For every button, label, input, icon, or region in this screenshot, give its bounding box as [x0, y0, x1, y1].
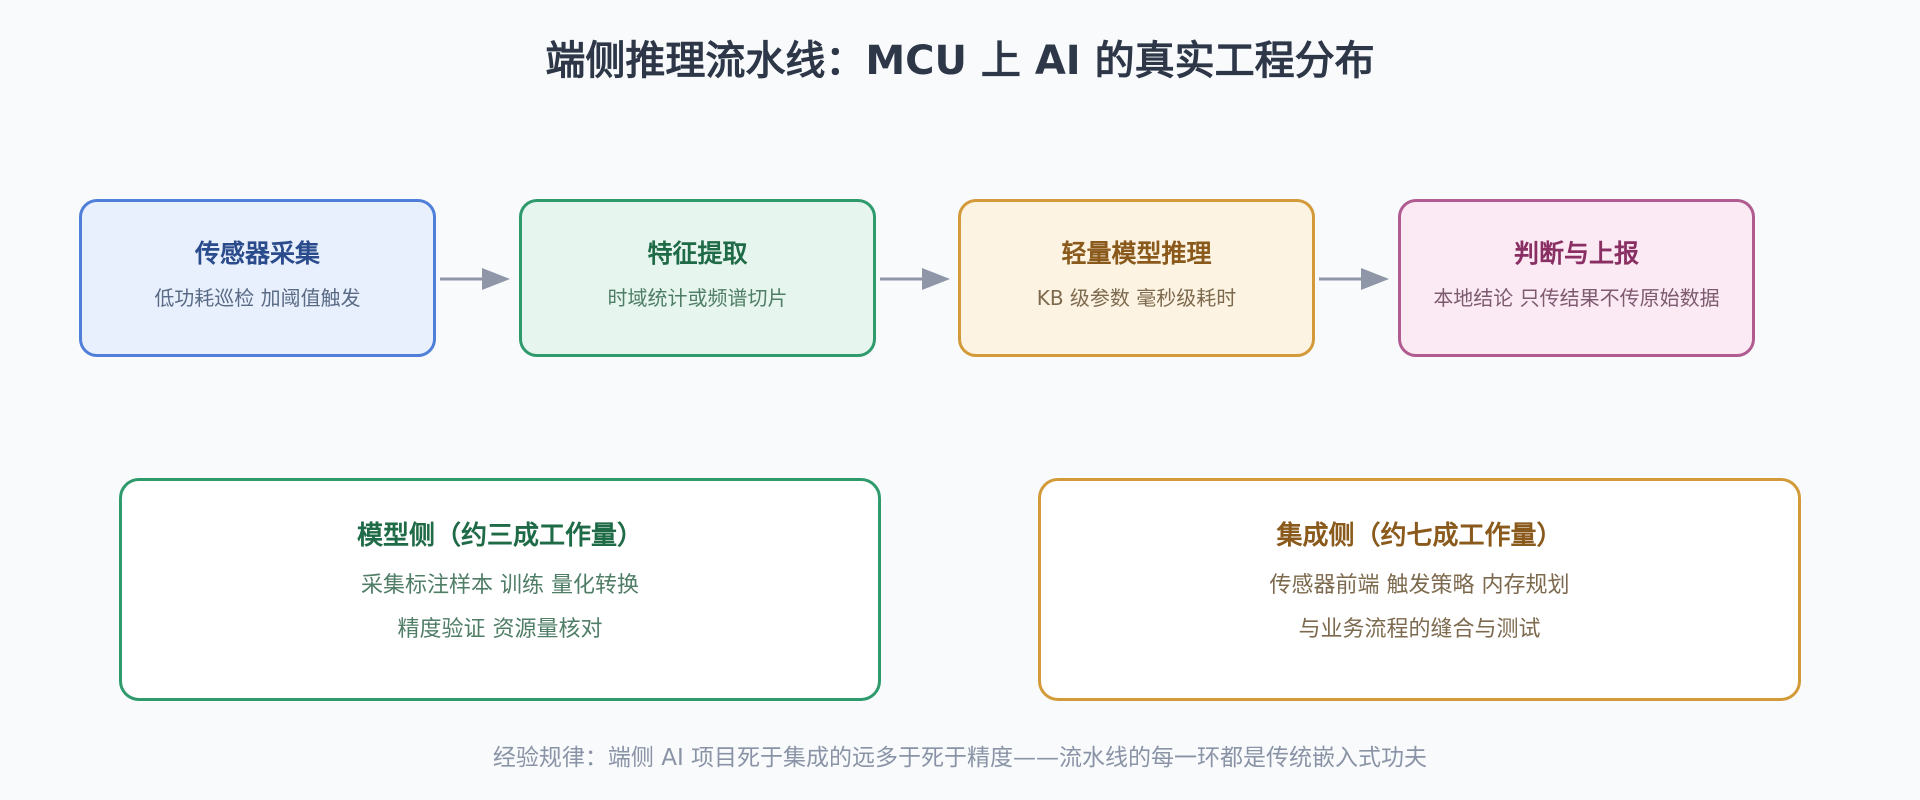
- stage-name: 轻量模型推理: [1061, 239, 1212, 268]
- arrow-right-icon: [880, 268, 950, 290]
- footer-note: 经验规律：端侧 AI 项目死于集成的远多于死于精度——流水线的每一环都是传统嵌入…: [492, 745, 1428, 771]
- panel-line: 传感器前端 触发策略 内存规划: [1269, 573, 1570, 598]
- panel-line: 精度验证 资源量核对: [397, 617, 603, 642]
- stage-judge-and-report: 判断与上报 本地结论 只传结果不传原始数据: [1398, 199, 1755, 357]
- arrow-right-icon: [440, 268, 510, 290]
- stage-description: KB 级参数 毫秒级耗时: [1036, 286, 1237, 310]
- panel-line: 与业务流程的缝合与测试: [1298, 617, 1541, 642]
- stage-name: 特征提取: [647, 239, 748, 268]
- stage-sensor-acquisition: 传感器采集 低功耗巡检 加阈值触发: [79, 199, 436, 357]
- stage-feature-extraction: 特征提取 时域统计或频谱切片: [519, 199, 876, 357]
- stage-name: 判断与上报: [1513, 239, 1639, 268]
- stage-light-model-inference: 轻量模型推理 KB 级参数 毫秒级耗时: [958, 199, 1315, 357]
- stage-description: 时域统计或频谱切片: [607, 286, 788, 310]
- panel-title: 模型侧（约三成工作量）: [356, 521, 643, 551]
- stage-description: 本地结论 只传结果不传原始数据: [1433, 286, 1720, 310]
- stage-name: 传感器采集: [194, 239, 320, 268]
- panel-title: 集成侧（约七成工作量）: [1276, 521, 1563, 551]
- model-side-panel: 模型侧（约三成工作量） 采集标注样本 训练 量化转换 精度验证 资源量核对: [119, 478, 881, 701]
- integration-side-panel: 集成侧（约七成工作量） 传感器前端 触发策略 内存规划 与业务流程的缝合与测试: [1038, 478, 1801, 701]
- stage-description: 低功耗巡检 加阈值触发: [154, 286, 361, 310]
- panel-line: 采集标注样本 训练 量化转换: [361, 573, 639, 598]
- diagram-title: 端侧推理流水线：MCU 上 AI 的真实工程分布: [545, 38, 1375, 84]
- arrow-right-icon: [1319, 268, 1389, 290]
